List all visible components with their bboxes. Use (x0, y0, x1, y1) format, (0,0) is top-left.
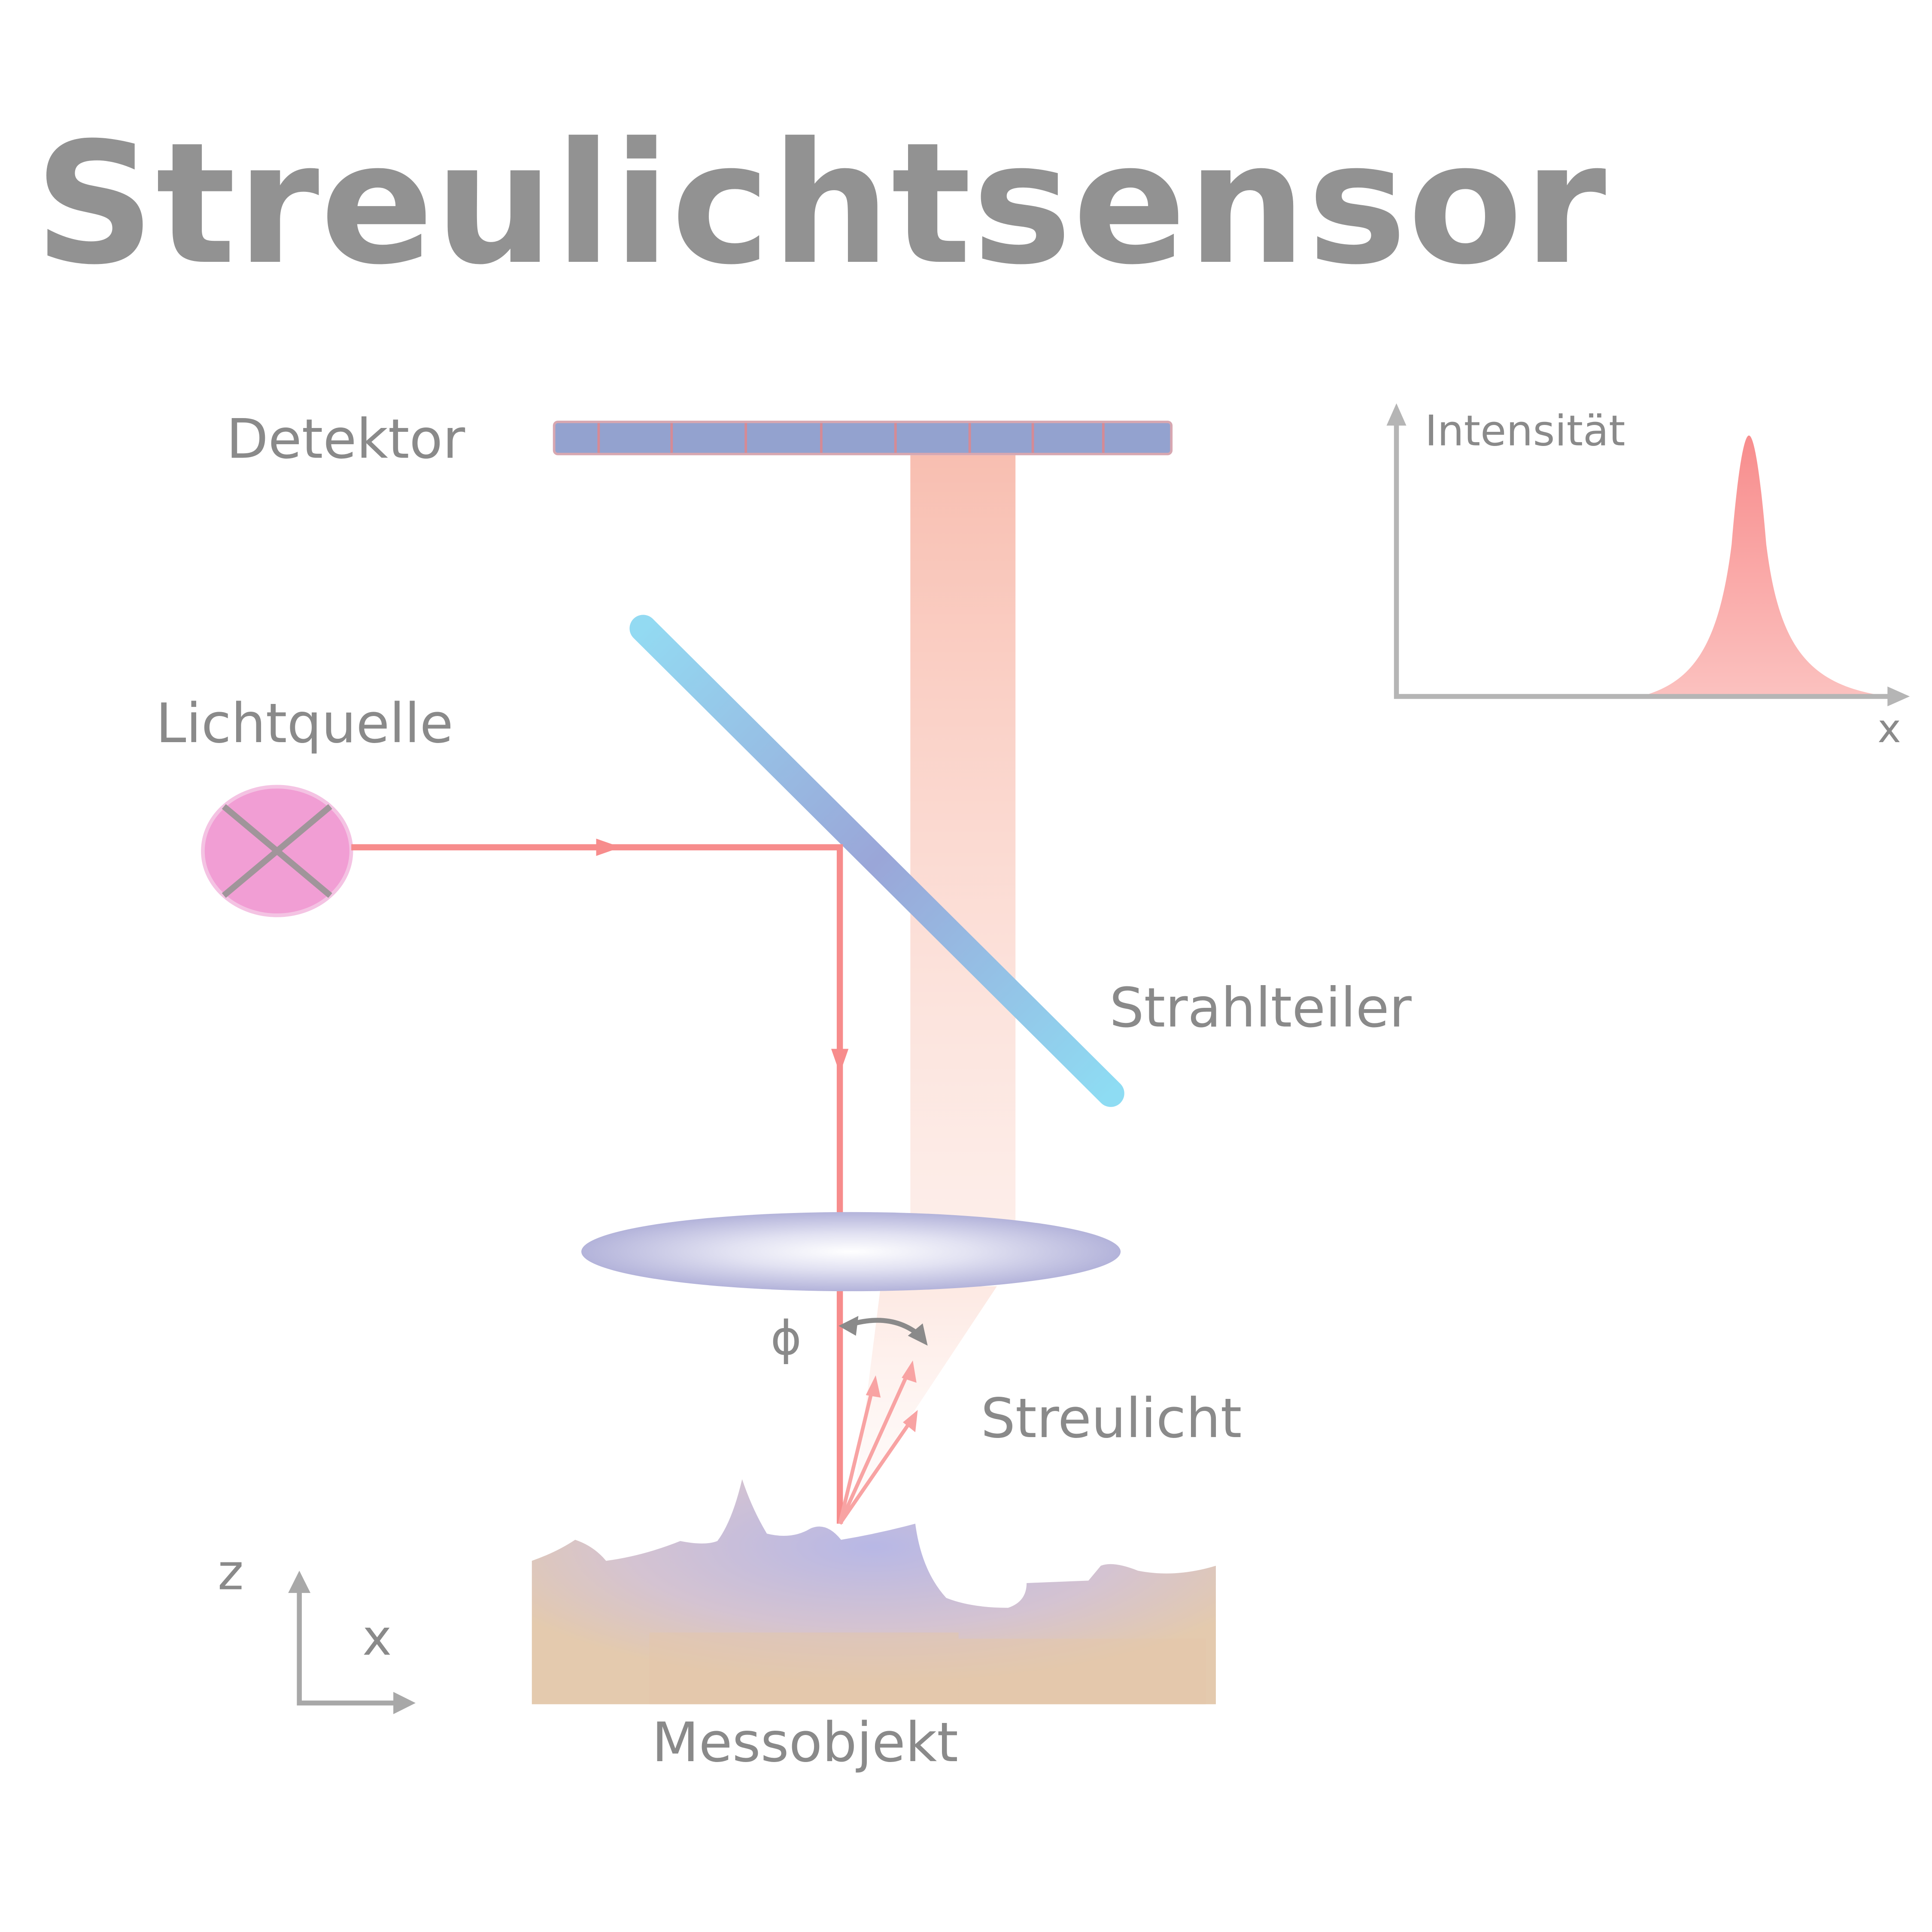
page-title: Streulichtsensor (34, 106, 1607, 301)
intensity-axis-label: Intensität (1425, 407, 1625, 456)
coordinate-axes (288, 1571, 416, 1714)
incident-beam (351, 838, 849, 1524)
beam-splitter-label: Strahlteiler (1109, 976, 1412, 1040)
axis-z-label: z (218, 1544, 243, 1601)
light-source (201, 785, 353, 917)
reflected-beam (853, 455, 1016, 1503)
detector (553, 421, 1173, 455)
intensity-peak (1645, 435, 1880, 695)
angle-symbol: ϕ (771, 1310, 802, 1365)
inset-x-axis-label: x (1877, 705, 1901, 752)
scattered-rays (838, 1360, 918, 1525)
detector-label: Detektor (226, 407, 465, 470)
scattered-light-label: Streulicht (981, 1386, 1242, 1450)
measured-object (532, 1479, 1216, 1705)
beam-splitter (629, 615, 1124, 1107)
axis-x-label: x (362, 1609, 392, 1667)
lens (581, 1212, 1121, 1292)
measured-object-label: Messobjekt (652, 1711, 958, 1774)
light-source-label: Lichtquelle (156, 692, 453, 755)
angle-indicator (838, 1316, 928, 1346)
intensity-graph (1386, 403, 1910, 707)
